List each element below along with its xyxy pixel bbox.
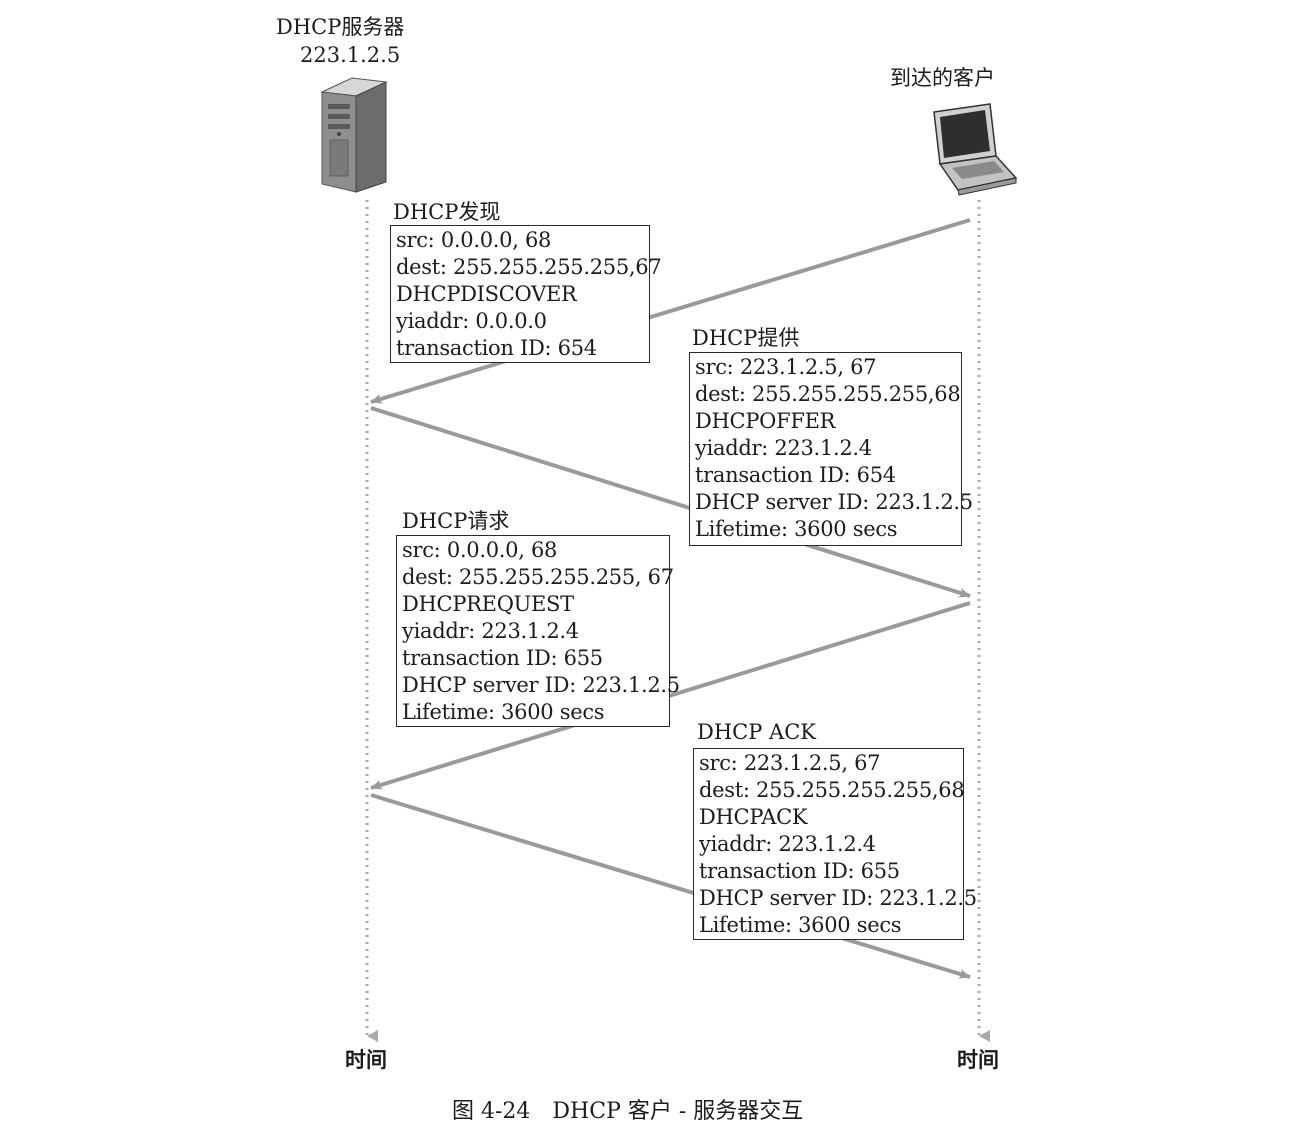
arrow-dhcp-offer	[370, 406, 971, 598]
server-ip: 223.1.2.5	[300, 43, 401, 67]
arrow-dhcp-discover	[370, 218, 971, 404]
server-name: DHCP服务器	[276, 15, 405, 39]
msg-line: yiaddr: 223.1.2.4	[402, 619, 579, 643]
figure-caption: 图 4-24 DHCP 客户 - 服务器交互	[452, 1099, 804, 1124]
msg-line: yiaddr: 0.0.0.0	[396, 309, 547, 333]
msg-line: DHCPDISCOVER	[396, 282, 577, 306]
server-time-label: 时间	[345, 1048, 387, 1072]
msg-line: yiaddr: 223.1.2.4	[695, 436, 872, 460]
msg-line: DHCPACK	[699, 805, 808, 829]
msg-line: src: 0.0.0.0, 68	[402, 538, 558, 562]
msg-line: DHCP server ID: 223.1.2.5	[695, 490, 973, 514]
msg-box-ack: src: 223.1.2.5, 67 dest: 255.255.255.255…	[693, 748, 977, 940]
msg-box-offer: src: 223.1.2.5, 67 dest: 255.255.255.255…	[689, 352, 973, 546]
server-tower-icon	[320, 77, 388, 193]
msg-line: transaction ID: 655	[402, 646, 603, 670]
msg-box-discover: src: 0.0.0.0, 68 dest: 255.255.255.255,6…	[390, 225, 662, 363]
msg-title-offer: DHCP提供	[692, 326, 800, 350]
msg-line: Lifetime: 3600 secs	[699, 913, 902, 937]
msg-title-ack: DHCP ACK	[697, 720, 816, 744]
msg-line: yiaddr: 223.1.2.4	[699, 832, 876, 856]
msg-line: Lifetime: 3600 secs	[695, 517, 898, 541]
msg-line: DHCP server ID: 223.1.2.5	[699, 886, 977, 910]
msg-line: src: 223.1.2.5, 67	[695, 355, 877, 379]
msg-line: dest: 255.255.255.255,68	[699, 778, 965, 802]
msg-box-request: src: 0.0.0.0, 68 dest: 255.255.255.255, …	[396, 535, 680, 727]
msg-line: DHCP server ID: 223.1.2.5	[402, 673, 680, 697]
server-label: DHCP服务器	[276, 15, 404, 39]
msg-line: DHCPOFFER	[695, 409, 836, 433]
msg-line: transaction ID: 654	[695, 463, 896, 487]
msg-title-request: DHCP请求	[402, 509, 510, 533]
msg-title-discover: DHCP发现	[393, 200, 501, 224]
msg-line: src: 0.0.0.0, 68	[396, 228, 552, 252]
laptop-icon	[933, 103, 1018, 196]
msg-line: DHCPREQUEST	[402, 592, 574, 616]
msg-line: Lifetime: 3600 secs	[402, 700, 605, 724]
msg-line: transaction ID: 654	[396, 336, 597, 360]
client-time-label: 时间	[957, 1048, 999, 1072]
msg-line: src: 223.1.2.5, 67	[699, 751, 881, 775]
msg-line: dest: 255.255.255.255,68	[695, 382, 961, 406]
msg-line: transaction ID: 655	[699, 859, 900, 883]
msg-line: dest: 255.255.255.255, 67	[402, 565, 674, 589]
arrow-dhcp-request	[370, 601, 971, 790]
client-label: 到达的客户	[890, 66, 995, 90]
msg-line: dest: 255.255.255.255,67	[396, 255, 662, 279]
arrow-dhcp-ack	[370, 793, 971, 979]
